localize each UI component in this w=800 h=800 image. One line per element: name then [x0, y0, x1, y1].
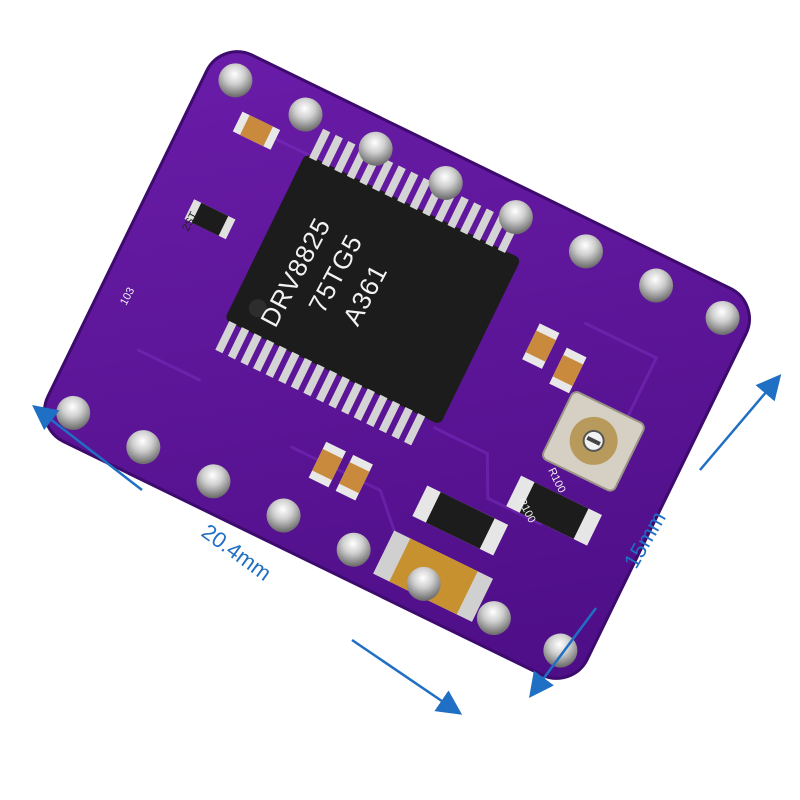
capacitor-mid-2 [549, 347, 587, 394]
pcb-board [43, 50, 751, 680]
sense-resistor-b [412, 485, 509, 556]
sense-resistor-a [506, 475, 602, 546]
resistor-103 [184, 199, 236, 240]
capacitor-mid-1 [522, 323, 560, 369]
header-pins-top [218, 63, 740, 335]
potentiometer [542, 391, 645, 492]
capacitor-bottom-1 [308, 441, 346, 488]
header-pins-bottom [56, 395, 578, 668]
capacitor-top-left [232, 111, 281, 150]
driver-chip [215, 128, 520, 446]
capacitor-bottom-2 [335, 454, 373, 501]
